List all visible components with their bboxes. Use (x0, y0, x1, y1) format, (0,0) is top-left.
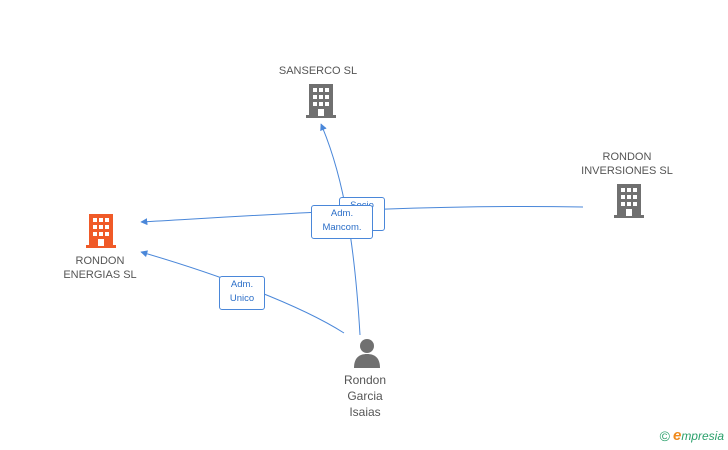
edge-label-adm-unico[interactable]: Adm. Unico (219, 276, 265, 310)
copyright-icon: © (659, 427, 670, 444)
node-label-rondon-inversiones: RONDON INVERSIONES SL (581, 151, 673, 177)
building-icon-highlighted[interactable] (86, 214, 116, 248)
brand-initial: e (672, 427, 682, 444)
node-label-sanserco: SANSERCO SL (278, 65, 358, 77)
person-icon[interactable] (353, 338, 381, 368)
building-icon[interactable] (306, 84, 336, 118)
brand-logo: © empresia (660, 427, 724, 444)
building-icon[interactable] (614, 184, 644, 218)
node-label-rondon-energias: RONDON ENERGIAS SL (63, 255, 137, 281)
edge-label-adm-mancom[interactable]: Adm. Mancom. (311, 205, 373, 239)
brand-name: mpresia (681, 429, 724, 443)
node-label-person: Rondon Garcia Isaias (343, 373, 387, 419)
